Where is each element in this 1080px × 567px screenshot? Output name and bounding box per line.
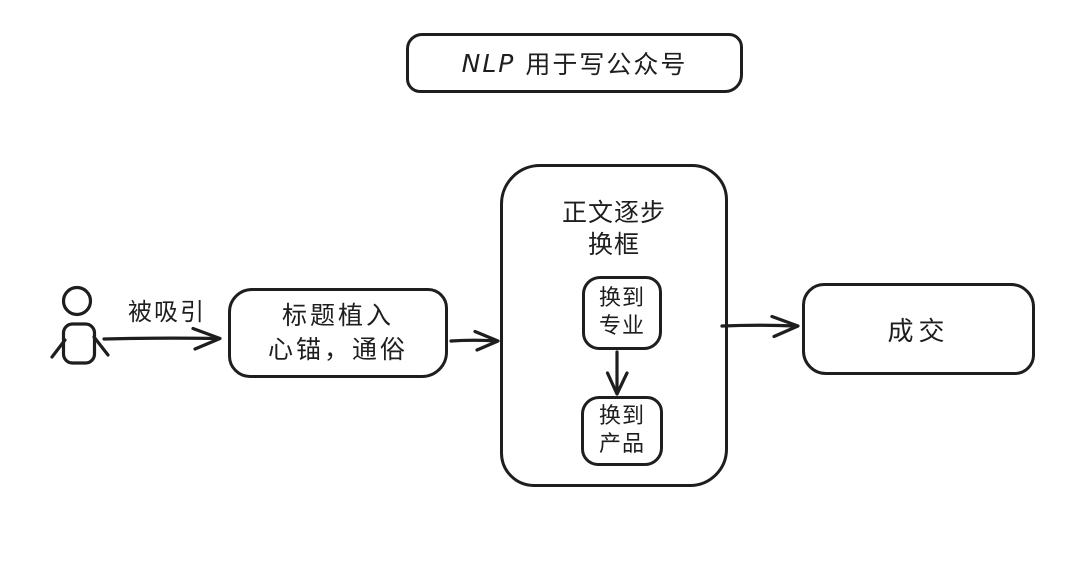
node-switch-product-line2: 产品 [598,432,645,457]
node-title-implant: 标题植入 心锚，通俗 [228,288,448,378]
node-switch-professional-line1: 换到 [598,286,645,311]
edge-label-attracted: 被吸引 [128,298,206,326]
node-deal-label: 成交 [887,316,950,347]
node-deal: 成交 [802,283,1035,375]
arrow-body-reframe-to-deal [720,314,800,339]
arrow-title-implant-to-body-reframe [449,329,500,352]
node-title-implant-line2: 心锚，通俗 [267,335,408,364]
arrow-person-to-title-implant [102,326,222,351]
node-body-reframe: 正文逐步 换框 换到 专业 换到 产品 [500,164,728,487]
title-suffix: 用于写公众号 [525,50,688,79]
node-switch-professional-line2: 专业 [598,314,645,339]
node-body-reframe-line1: 正文逐步 [561,198,666,227]
title-prefix: NLP [461,48,516,78]
node-switch-product: 换到 产品 [581,396,663,466]
node-switch-professional: 换到 专业 [582,276,662,350]
node-body-reframe-line2: 换框 [587,230,640,259]
node-title-implant-line1: 标题植入 [281,301,394,330]
diagram-title-node: NLP 用于写公众号 [406,33,743,93]
node-switch-product-line1: 换到 [598,404,645,429]
person-icon [50,285,110,365]
